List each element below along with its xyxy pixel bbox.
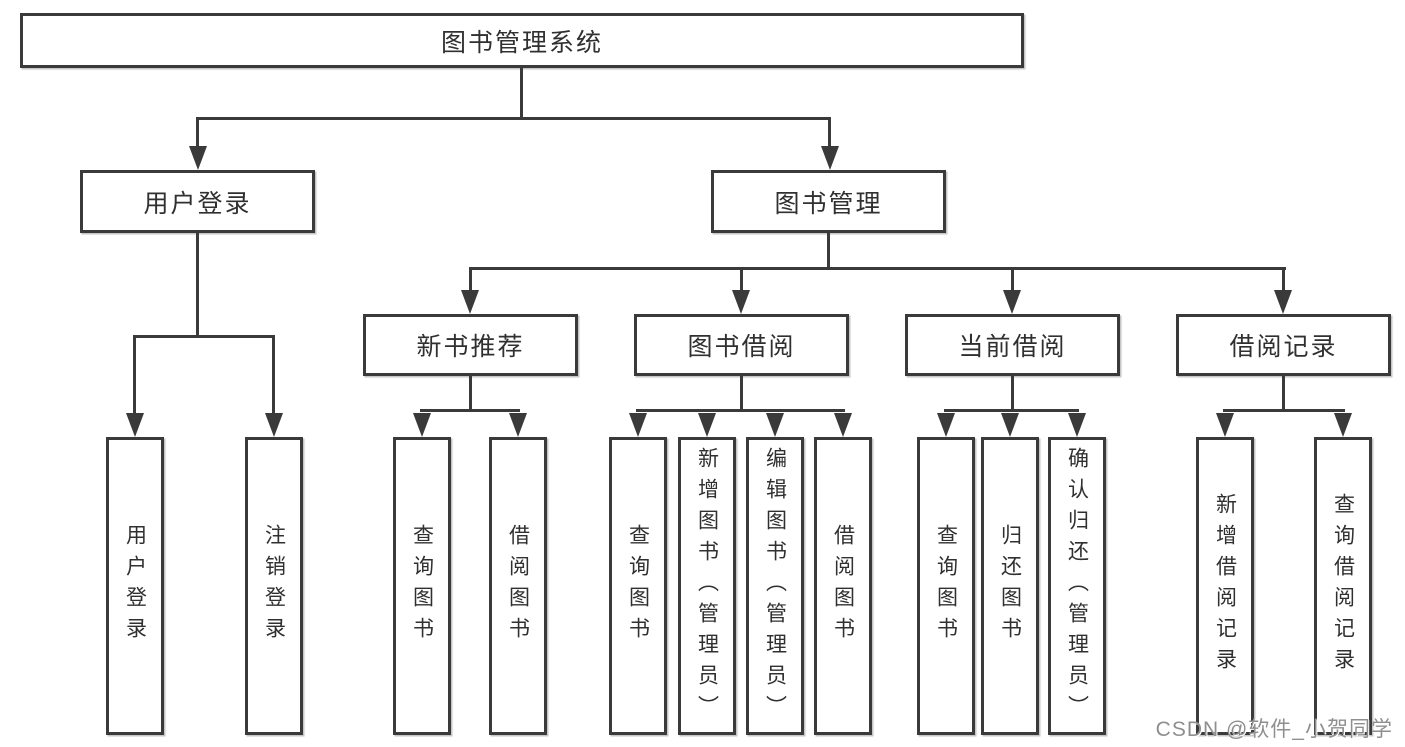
leaf-label: 查询借阅记录 xyxy=(1331,493,1355,679)
connector-vline xyxy=(1282,376,1285,412)
csdn-watermark: CSDN @软件_小贺同学 xyxy=(1155,718,1393,741)
arrowhead-down xyxy=(1216,413,1234,437)
leaf-label: 查询图书 xyxy=(934,524,958,648)
arrowhead-down xyxy=(1334,413,1352,437)
arrowhead-down xyxy=(821,146,839,170)
leaf-edit-book-admin: 编辑图书（管理员） xyxy=(746,437,804,735)
node-book-borrowing: 图书借阅 xyxy=(634,314,849,376)
leaf-query-books-borrowing: 查询图书 xyxy=(609,437,667,735)
arrowhead-down xyxy=(126,413,144,437)
connector-hline xyxy=(196,117,830,120)
leaf-add-borrow-record: 新增借阅记录 xyxy=(1196,437,1254,735)
arrowhead-down xyxy=(509,413,527,437)
leaf-label: 查询图书 xyxy=(410,524,434,648)
leaf-label: 归还图书 xyxy=(998,524,1022,648)
arrowhead-down xyxy=(1003,290,1021,314)
leaf-query-books-recommend: 查询图书 xyxy=(393,437,451,735)
connector-hline xyxy=(469,267,1286,270)
leaf-label: 查询图书 xyxy=(626,524,650,648)
arrowhead-down xyxy=(732,290,750,314)
arrowhead-down xyxy=(265,413,283,437)
leaf-label: 用户登录 xyxy=(123,524,147,648)
arrowhead-down xyxy=(461,290,479,314)
node-new-book-recommendation: 新书推荐 xyxy=(363,314,578,376)
node-root-library-system: 图书管理系统 xyxy=(20,13,1024,68)
connector-hline xyxy=(133,335,275,338)
leaf-add-book-admin: 新增图书（管理员） xyxy=(678,437,736,735)
connector-vline xyxy=(469,376,472,412)
arrowhead-down xyxy=(1274,290,1292,314)
arrowhead-down xyxy=(413,413,431,437)
leaf-label: 新增图书（管理员） xyxy=(695,446,719,726)
leaf-borrow-books-recommend: 借阅图书 xyxy=(489,437,547,735)
connector-vline xyxy=(827,233,830,270)
leaf-logout: 注销登录 xyxy=(245,437,303,735)
arrowhead-down xyxy=(1001,413,1019,437)
leaf-label: 注销登录 xyxy=(262,524,286,648)
leaf-user-login: 用户登录 xyxy=(106,437,164,735)
connector-vline xyxy=(196,117,199,150)
leaf-query-books-current: 查询图书 xyxy=(917,437,975,735)
leaf-query-borrow-record: 查询借阅记录 xyxy=(1314,437,1372,735)
connector-vline xyxy=(740,267,743,292)
leaf-label: 借阅图书 xyxy=(506,524,530,648)
node-borrowing-records: 借阅记录 xyxy=(1176,314,1391,376)
connector-vline xyxy=(272,335,275,415)
connector-hline xyxy=(636,409,845,412)
arrowhead-down xyxy=(629,413,647,437)
connector-vline xyxy=(1011,376,1014,412)
connector-hline xyxy=(420,409,520,412)
leaf-label: 确认归还（管理员） xyxy=(1065,446,1089,726)
arrowhead-down xyxy=(766,413,784,437)
connector-vline xyxy=(1011,267,1014,292)
node-book-management: 图书管理 xyxy=(711,170,946,233)
connector-vline xyxy=(520,68,523,119)
connector-vline xyxy=(133,335,136,415)
connector-vline xyxy=(196,233,199,337)
arrowhead-down xyxy=(834,413,852,437)
arrowhead-down xyxy=(698,413,716,437)
leaf-borrow-book: 借阅图书 xyxy=(814,437,872,735)
connector-hline xyxy=(1223,409,1345,412)
leaf-return-book: 归还图书 xyxy=(981,437,1039,735)
arrowhead-down xyxy=(937,413,955,437)
leaf-confirm-return-admin: 确认归还（管理员） xyxy=(1048,437,1106,735)
node-user-login: 用户登录 xyxy=(80,170,315,233)
connector-hline xyxy=(944,409,1079,412)
arrowhead-down xyxy=(189,146,207,170)
leaf-label: 编辑图书（管理员） xyxy=(763,446,787,726)
leaf-label: 借阅图书 xyxy=(831,524,855,648)
connector-vline xyxy=(469,267,472,292)
connector-vline xyxy=(828,117,831,150)
connector-vline xyxy=(1282,267,1285,292)
leaf-label: 新增借阅记录 xyxy=(1213,493,1237,679)
connector-vline xyxy=(740,376,743,412)
node-current-borrowing: 当前借阅 xyxy=(905,314,1120,376)
arrowhead-down xyxy=(1068,413,1086,437)
